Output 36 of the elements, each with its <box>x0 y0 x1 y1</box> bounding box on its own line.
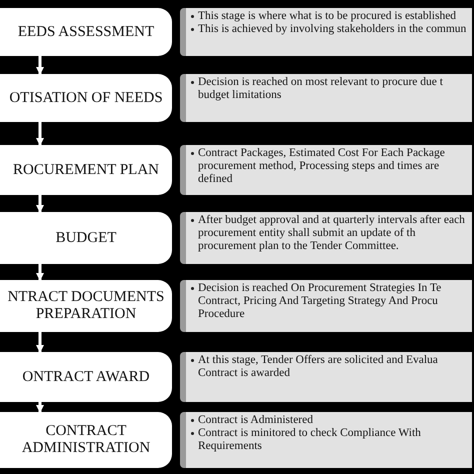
arrow <box>36 402 44 413</box>
description-text: This is achieved by involving stakeholders in the commun <box>198 23 466 36</box>
description-text: Decision is reached on most relevant to procure due t budget limitations <box>198 76 444 102</box>
stage-title: EEDS ASSESSMENT <box>18 24 154 40</box>
arrow <box>36 122 44 146</box>
stage-box <box>0 212 172 264</box>
description-box <box>180 212 472 264</box>
stage-title: CONTRACT ADMINISTRATION <box>20 423 152 457</box>
description-box <box>180 145 472 195</box>
stage-title: ONTRACT AWARD <box>22 368 150 386</box>
description-box <box>180 412 472 468</box>
arrow <box>36 264 44 281</box>
description-box <box>180 8 472 56</box>
stage-box <box>0 8 172 56</box>
stage-title: ROCUREMENT PLAN <box>13 162 159 178</box>
arrow <box>36 56 44 75</box>
stage-box <box>0 145 172 195</box>
stage-title: NTRACT DOCUMENTS PREPARATION <box>6 289 166 323</box>
stage-box <box>0 412 172 468</box>
arrow <box>36 195 44 213</box>
stage-box <box>0 74 172 122</box>
description-box <box>180 352 472 402</box>
arrow <box>36 332 44 353</box>
description-text: This stage is where what is to be procured is established <box>198 10 456 23</box>
stage-box <box>0 280 172 332</box>
description-text: After budget approval and at quarterly intervals after each procurement entity shall submit an update of th procurement plan to the Tender Committee. <box>198 214 466 253</box>
description-text: Decision is reached On Procurement Strategies In Te Contract, Pricing And Targeting Strategy And Procu Procedure <box>198 282 442 321</box>
stage-title: OTISATION OF NEEDS <box>9 90 163 106</box>
description-text: Contract Packages, Estimated Cost For Each Package procurement method, Processing steps and times are defined <box>198 147 446 186</box>
description-text: At this stage, Tender Offers are solicited and Evalua Contract is awarded <box>198 354 439 380</box>
description-text: Contract is Administered <box>198 414 313 427</box>
description-text: Contract is minitored to check Compliance With Requirements <box>198 427 422 453</box>
stage-box <box>0 352 172 402</box>
description-box <box>180 74 472 122</box>
stage-title: BUDGET <box>56 230 116 246</box>
description-box <box>180 280 472 332</box>
